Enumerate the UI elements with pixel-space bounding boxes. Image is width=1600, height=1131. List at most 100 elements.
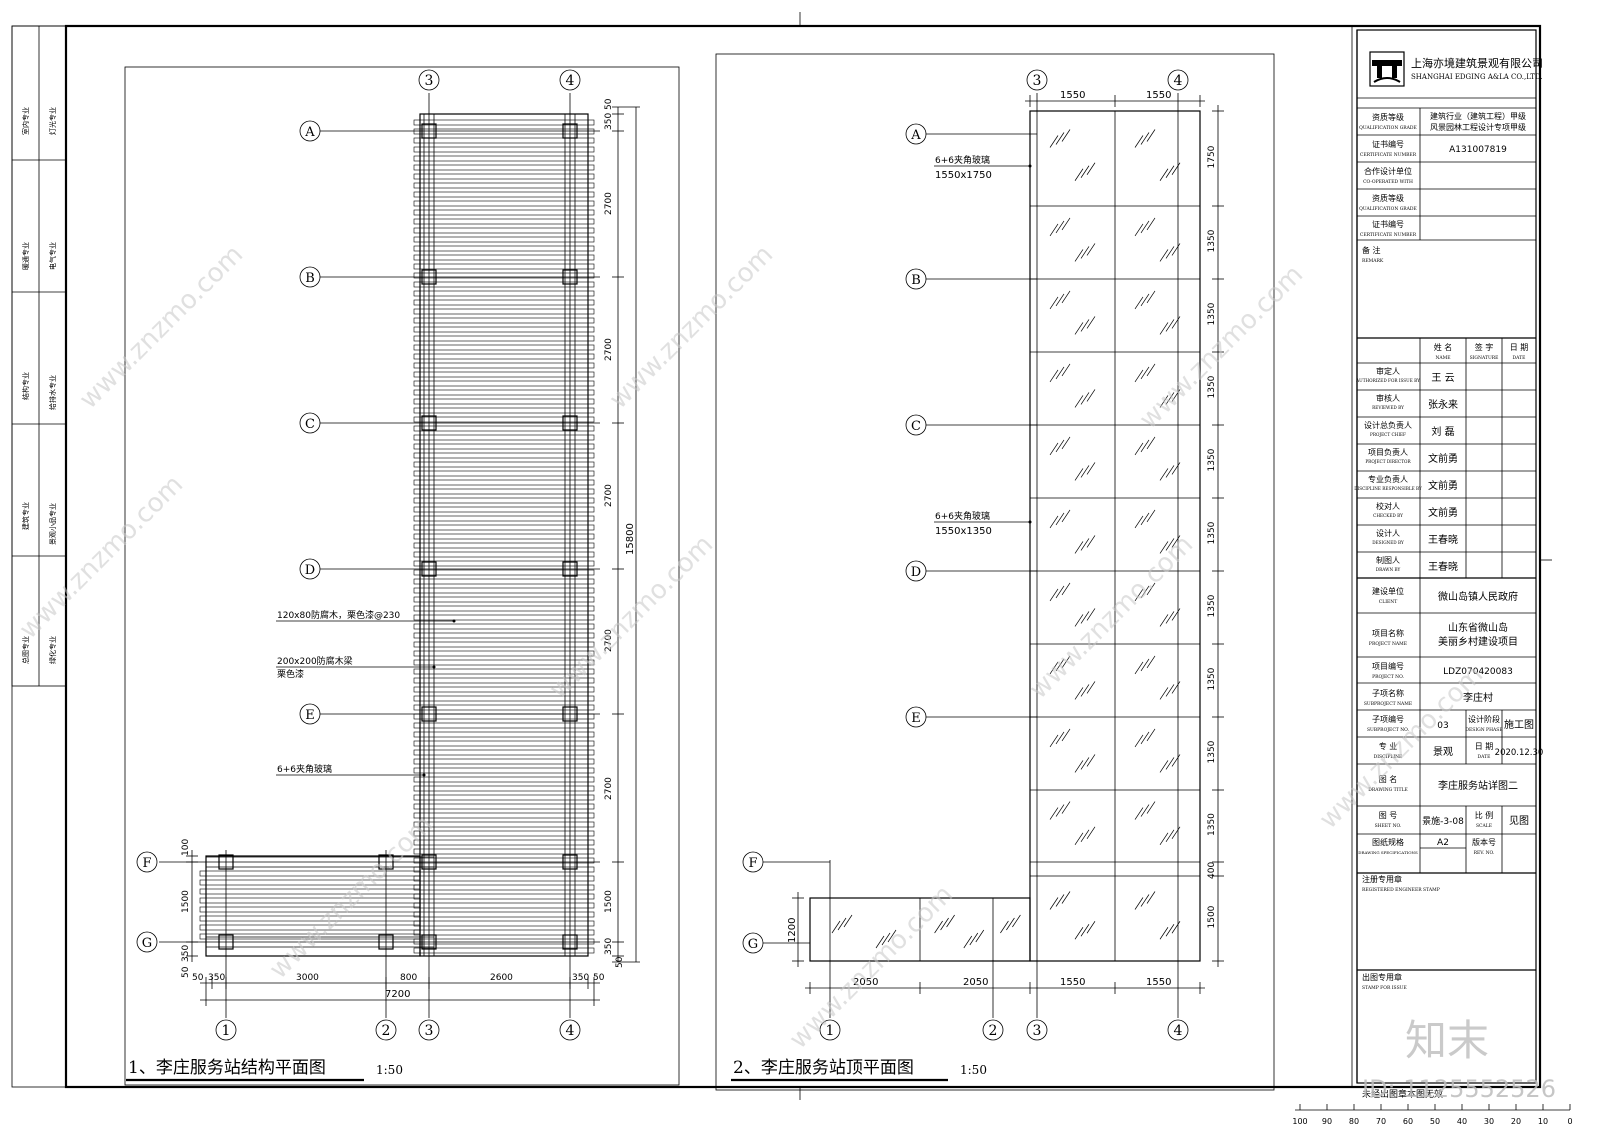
glass-hatch <box>1146 801 1156 814</box>
subproject-label: 子项名称 <box>1372 688 1404 698</box>
strip-label: 景观小品专业 <box>48 503 57 545</box>
glass-hatch <box>1049 296 1059 310</box>
glass-hatch <box>1061 290 1071 304</box>
timber-slat <box>413 371 595 378</box>
timber-slat <box>413 596 595 603</box>
glass-hatch <box>1134 442 1144 456</box>
watermarks: www.znzmo.com www.znzmo.com www.znzmo.co… <box>14 240 1556 1103</box>
glass-hatch <box>1061 217 1071 231</box>
cert-number: A131007819 <box>1449 145 1507 155</box>
timber-slat <box>413 524 595 531</box>
timber-slat <box>413 794 595 801</box>
watermark-site: www.znzmo.com <box>74 240 249 415</box>
glass-hatch <box>1165 392 1175 405</box>
annotation-beam: 200x200防腐木梁 <box>277 655 353 667</box>
glass-hatch <box>1055 658 1065 672</box>
glass-hatch <box>1080 538 1090 551</box>
strip-label: 给排水专业 <box>48 375 57 410</box>
annotation-glass-1-size: 1550x1750 <box>935 170 992 181</box>
glass-hatch <box>1049 897 1059 910</box>
timber-slat <box>413 209 595 216</box>
glass-hatch <box>1086 921 1096 934</box>
plan1-frame <box>124 66 680 1086</box>
ruler-label: 100 <box>1292 1117 1307 1126</box>
glass-hatch <box>1080 611 1090 624</box>
timber-slat <box>413 713 595 720</box>
dim: 400 <box>1207 862 1217 879</box>
glass-hatch <box>1086 754 1096 767</box>
person-name: 张永来 <box>1428 398 1458 411</box>
glass-hatch <box>1165 319 1175 332</box>
axis-label: 2 <box>382 1023 391 1039</box>
timber-slat <box>413 416 595 423</box>
discipline-label: 专 业 <box>1379 741 1398 751</box>
strip-label: 暖通专业 <box>21 242 30 270</box>
axis-label: 3 <box>425 73 434 89</box>
person-role-en: DESIGNED BY <box>1372 540 1404 545</box>
axis-label: C <box>305 417 315 432</box>
col-date-en: DATE <box>1513 355 1526 361</box>
plan1-dimensions-bottom: 50 350 3000 800 2600 350 50 7200 <box>192 973 605 1006</box>
glass-hatch <box>1146 436 1156 450</box>
plan1-dimensions-left: 100 1500 350 50 <box>181 839 198 978</box>
glass-hatch <box>1159 322 1169 335</box>
timber-slat <box>413 848 595 855</box>
glass-hatch <box>1074 614 1084 627</box>
glass-hatch <box>1086 535 1096 548</box>
dim: 1750 <box>1207 145 1217 168</box>
ruler-label: 10 <box>1538 1117 1548 1126</box>
person-name: 文前勇 <box>1428 506 1458 519</box>
timber-slat <box>413 488 595 495</box>
timber-slat <box>413 776 595 783</box>
ruler-label: 40 <box>1457 1117 1467 1126</box>
coop-label: 合作设计单位 <box>1364 166 1412 176</box>
plan1-dimensions-right: 50 350 2700 2700 2700 2700 2700 1500 350… <box>604 98 640 968</box>
glass-hatch <box>837 917 847 931</box>
plan1-scale: 1:50 <box>376 1063 403 1077</box>
glass-hatch <box>1146 891 1156 904</box>
dim: 2700 <box>604 629 614 652</box>
glass-hatch <box>1171 162 1181 175</box>
plan1-axis-bubbles-top: 3 4 <box>418 69 581 91</box>
glass-hatch <box>1171 754 1181 767</box>
qual-grade-label-en: QUALIFICATION GRADE <box>1359 125 1417 131</box>
dim: 2700 <box>604 484 614 507</box>
glass-hatch <box>1159 614 1169 627</box>
ruler-label: 90 <box>1322 1117 1332 1126</box>
left-discipline-strip: 室内专业 灯光专业 暖通专业 电气专业 结构专业 给排水专业 建筑专业 景观小品… <box>11 25 67 687</box>
timber-slat <box>413 668 595 675</box>
person-name: 文前勇 <box>1428 452 1458 465</box>
glass-hatch <box>1159 249 1169 262</box>
glass-hatch <box>1140 512 1150 526</box>
plan2-dimensions-bottom: 2050 2050 1550 1550 <box>805 977 1205 994</box>
timber-slat <box>413 587 595 594</box>
project-label: 项目名称 <box>1372 628 1404 638</box>
glass-hatch <box>1080 165 1090 178</box>
strip-label: 结构专业 <box>21 372 30 400</box>
timber-slat <box>413 830 595 837</box>
axis-label: G <box>748 937 758 952</box>
plan1-annotations: 120x80防腐木，栗色漆@230 200x200防腐木梁 栗色漆 6+6夹角玻… <box>276 609 456 777</box>
scale-value: 见图 <box>1509 815 1529 827</box>
timber-slat <box>413 173 595 180</box>
plan1-axis-bubbles-left: A B C D E F G <box>136 120 321 953</box>
strip-label: 室内专业 <box>21 107 30 135</box>
dim-total: 15800 <box>625 523 636 555</box>
timber-slat <box>413 740 595 747</box>
plan2-frame <box>715 53 1275 1091</box>
timber-slat <box>413 470 595 477</box>
company-name-cn: 上海亦境建筑景观有限公司 <box>1411 56 1543 70</box>
axis-label: 4 <box>566 1023 575 1039</box>
glass-hatch <box>1086 608 1096 621</box>
timber-slat <box>199 870 421 877</box>
timber-slat <box>413 533 595 540</box>
plan2-dimensions-top: 1550 1550 <box>1025 90 1205 107</box>
dim: 50 <box>604 98 614 110</box>
plan2-axis-bubbles-bottom: 1 2 3 4 <box>819 1019 1189 1041</box>
dim: 1550 <box>1060 90 1085 101</box>
glass-hatch <box>1171 389 1181 402</box>
ruler-label: 20 <box>1511 1117 1521 1126</box>
glass-hatch <box>1080 392 1090 405</box>
